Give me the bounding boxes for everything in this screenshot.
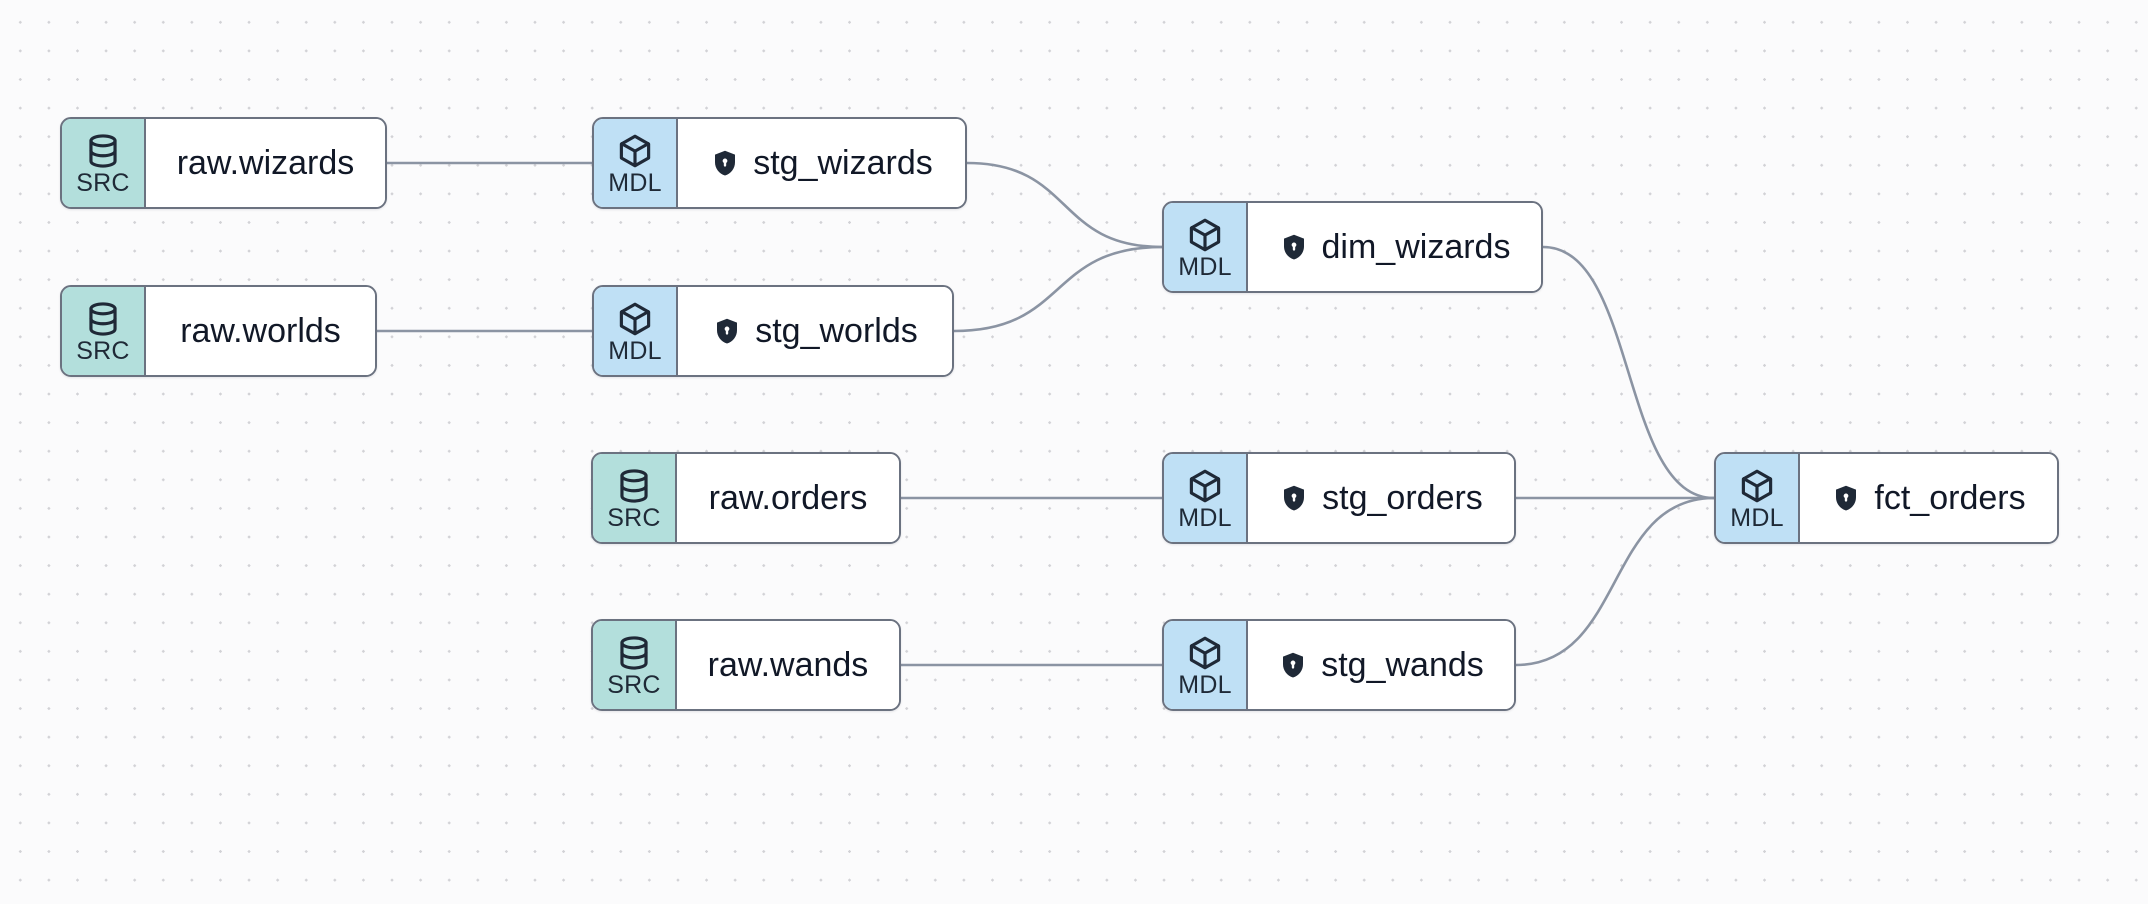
node-label: stg_worlds: [755, 311, 918, 350]
node-type-label: MDL: [1730, 504, 1784, 532]
node-type-label: SRC: [76, 337, 130, 365]
edge-stg_wizards-to-dim_wizards: [965, 161, 1164, 249]
node-stg_orders[interactable]: MDL stg_orders: [1162, 452, 1516, 544]
shield-lock-icon: [1831, 483, 1861, 513]
cube-icon: [1186, 467, 1224, 505]
node-label: raw.orders: [708, 478, 868, 517]
shield-lock-icon: [1279, 232, 1309, 262]
node-raw_wizards[interactable]: SRC raw.wizards: [60, 117, 387, 209]
node-body: raw.wands: [677, 621, 899, 709]
edge-dim_wizards-to-fct_orders: [1541, 245, 1716, 500]
cube-icon: [1738, 467, 1776, 505]
database-icon: [84, 300, 122, 338]
edge-stg_worlds-to-dim_wizards: [952, 245, 1164, 333]
node-type-label: MDL: [1178, 253, 1232, 281]
node-label: fct_orders: [1874, 478, 2026, 517]
node-body: raw.worlds: [146, 287, 375, 375]
node-type-badge-mdl: MDL: [1716, 454, 1800, 542]
database-icon: [615, 634, 653, 672]
shield-lock-icon: [1279, 483, 1309, 513]
node-type-label: SRC: [607, 671, 661, 699]
node-stg_wizards[interactable]: MDL stg_wizards: [592, 117, 967, 209]
node-stg_worlds[interactable]: MDL stg_worlds: [592, 285, 954, 377]
node-label: stg_wizards: [753, 143, 933, 182]
node-type-badge-mdl: MDL: [1164, 621, 1248, 709]
node-dim_wizards[interactable]: MDL dim_wizards: [1162, 201, 1543, 293]
node-label: dim_wizards: [1321, 227, 1511, 266]
node-raw_worlds[interactable]: SRC raw.worlds: [60, 285, 377, 377]
node-body: stg_worlds: [678, 287, 952, 375]
database-icon: [84, 132, 122, 170]
node-type-badge-mdl: MDL: [594, 119, 678, 207]
node-type-badge-src: SRC: [62, 119, 146, 207]
node-body: raw.orders: [677, 454, 899, 542]
cube-icon: [616, 132, 654, 170]
node-body: fct_orders: [1800, 454, 2057, 542]
node-raw_wands[interactable]: SRC raw.wands: [591, 619, 901, 711]
node-type-label: SRC: [607, 504, 661, 532]
node-body: stg_wands: [1248, 621, 1514, 709]
node-raw_orders[interactable]: SRC raw.orders: [591, 452, 901, 544]
node-label: raw.wands: [707, 645, 869, 684]
edge-stg_wands-to-fct_orders: [1514, 496, 1716, 667]
node-body: stg_orders: [1248, 454, 1514, 542]
node-fct_orders[interactable]: MDL fct_orders: [1714, 452, 2059, 544]
node-type-label: MDL: [1178, 671, 1232, 699]
node-label: stg_wands: [1321, 645, 1484, 684]
database-icon: [615, 467, 653, 505]
node-type-label: MDL: [608, 169, 662, 197]
node-body: stg_wizards: [678, 119, 965, 207]
node-type-badge-mdl: MDL: [1164, 454, 1248, 542]
node-type-badge-src: SRC: [593, 621, 677, 709]
shield-lock-icon: [1278, 650, 1308, 680]
cube-icon: [1186, 634, 1224, 672]
node-type-badge-mdl: MDL: [1164, 203, 1248, 291]
shield-lock-icon: [710, 148, 740, 178]
node-type-badge-src: SRC: [62, 287, 146, 375]
node-type-label: MDL: [1178, 504, 1232, 532]
node-stg_wands[interactable]: MDL stg_wands: [1162, 619, 1516, 711]
node-type-badge-mdl: MDL: [594, 287, 678, 375]
node-label: stg_orders: [1322, 478, 1483, 517]
cube-icon: [616, 300, 654, 338]
node-body: raw.wizards: [146, 119, 385, 207]
node-body: dim_wizards: [1248, 203, 1541, 291]
node-label: raw.wizards: [176, 143, 355, 182]
node-label: raw.worlds: [180, 311, 341, 350]
node-type-label: SRC: [76, 169, 130, 197]
shield-lock-icon: [712, 316, 742, 346]
node-type-badge-src: SRC: [593, 454, 677, 542]
node-type-label: MDL: [608, 337, 662, 365]
cube-icon: [1186, 216, 1224, 254]
